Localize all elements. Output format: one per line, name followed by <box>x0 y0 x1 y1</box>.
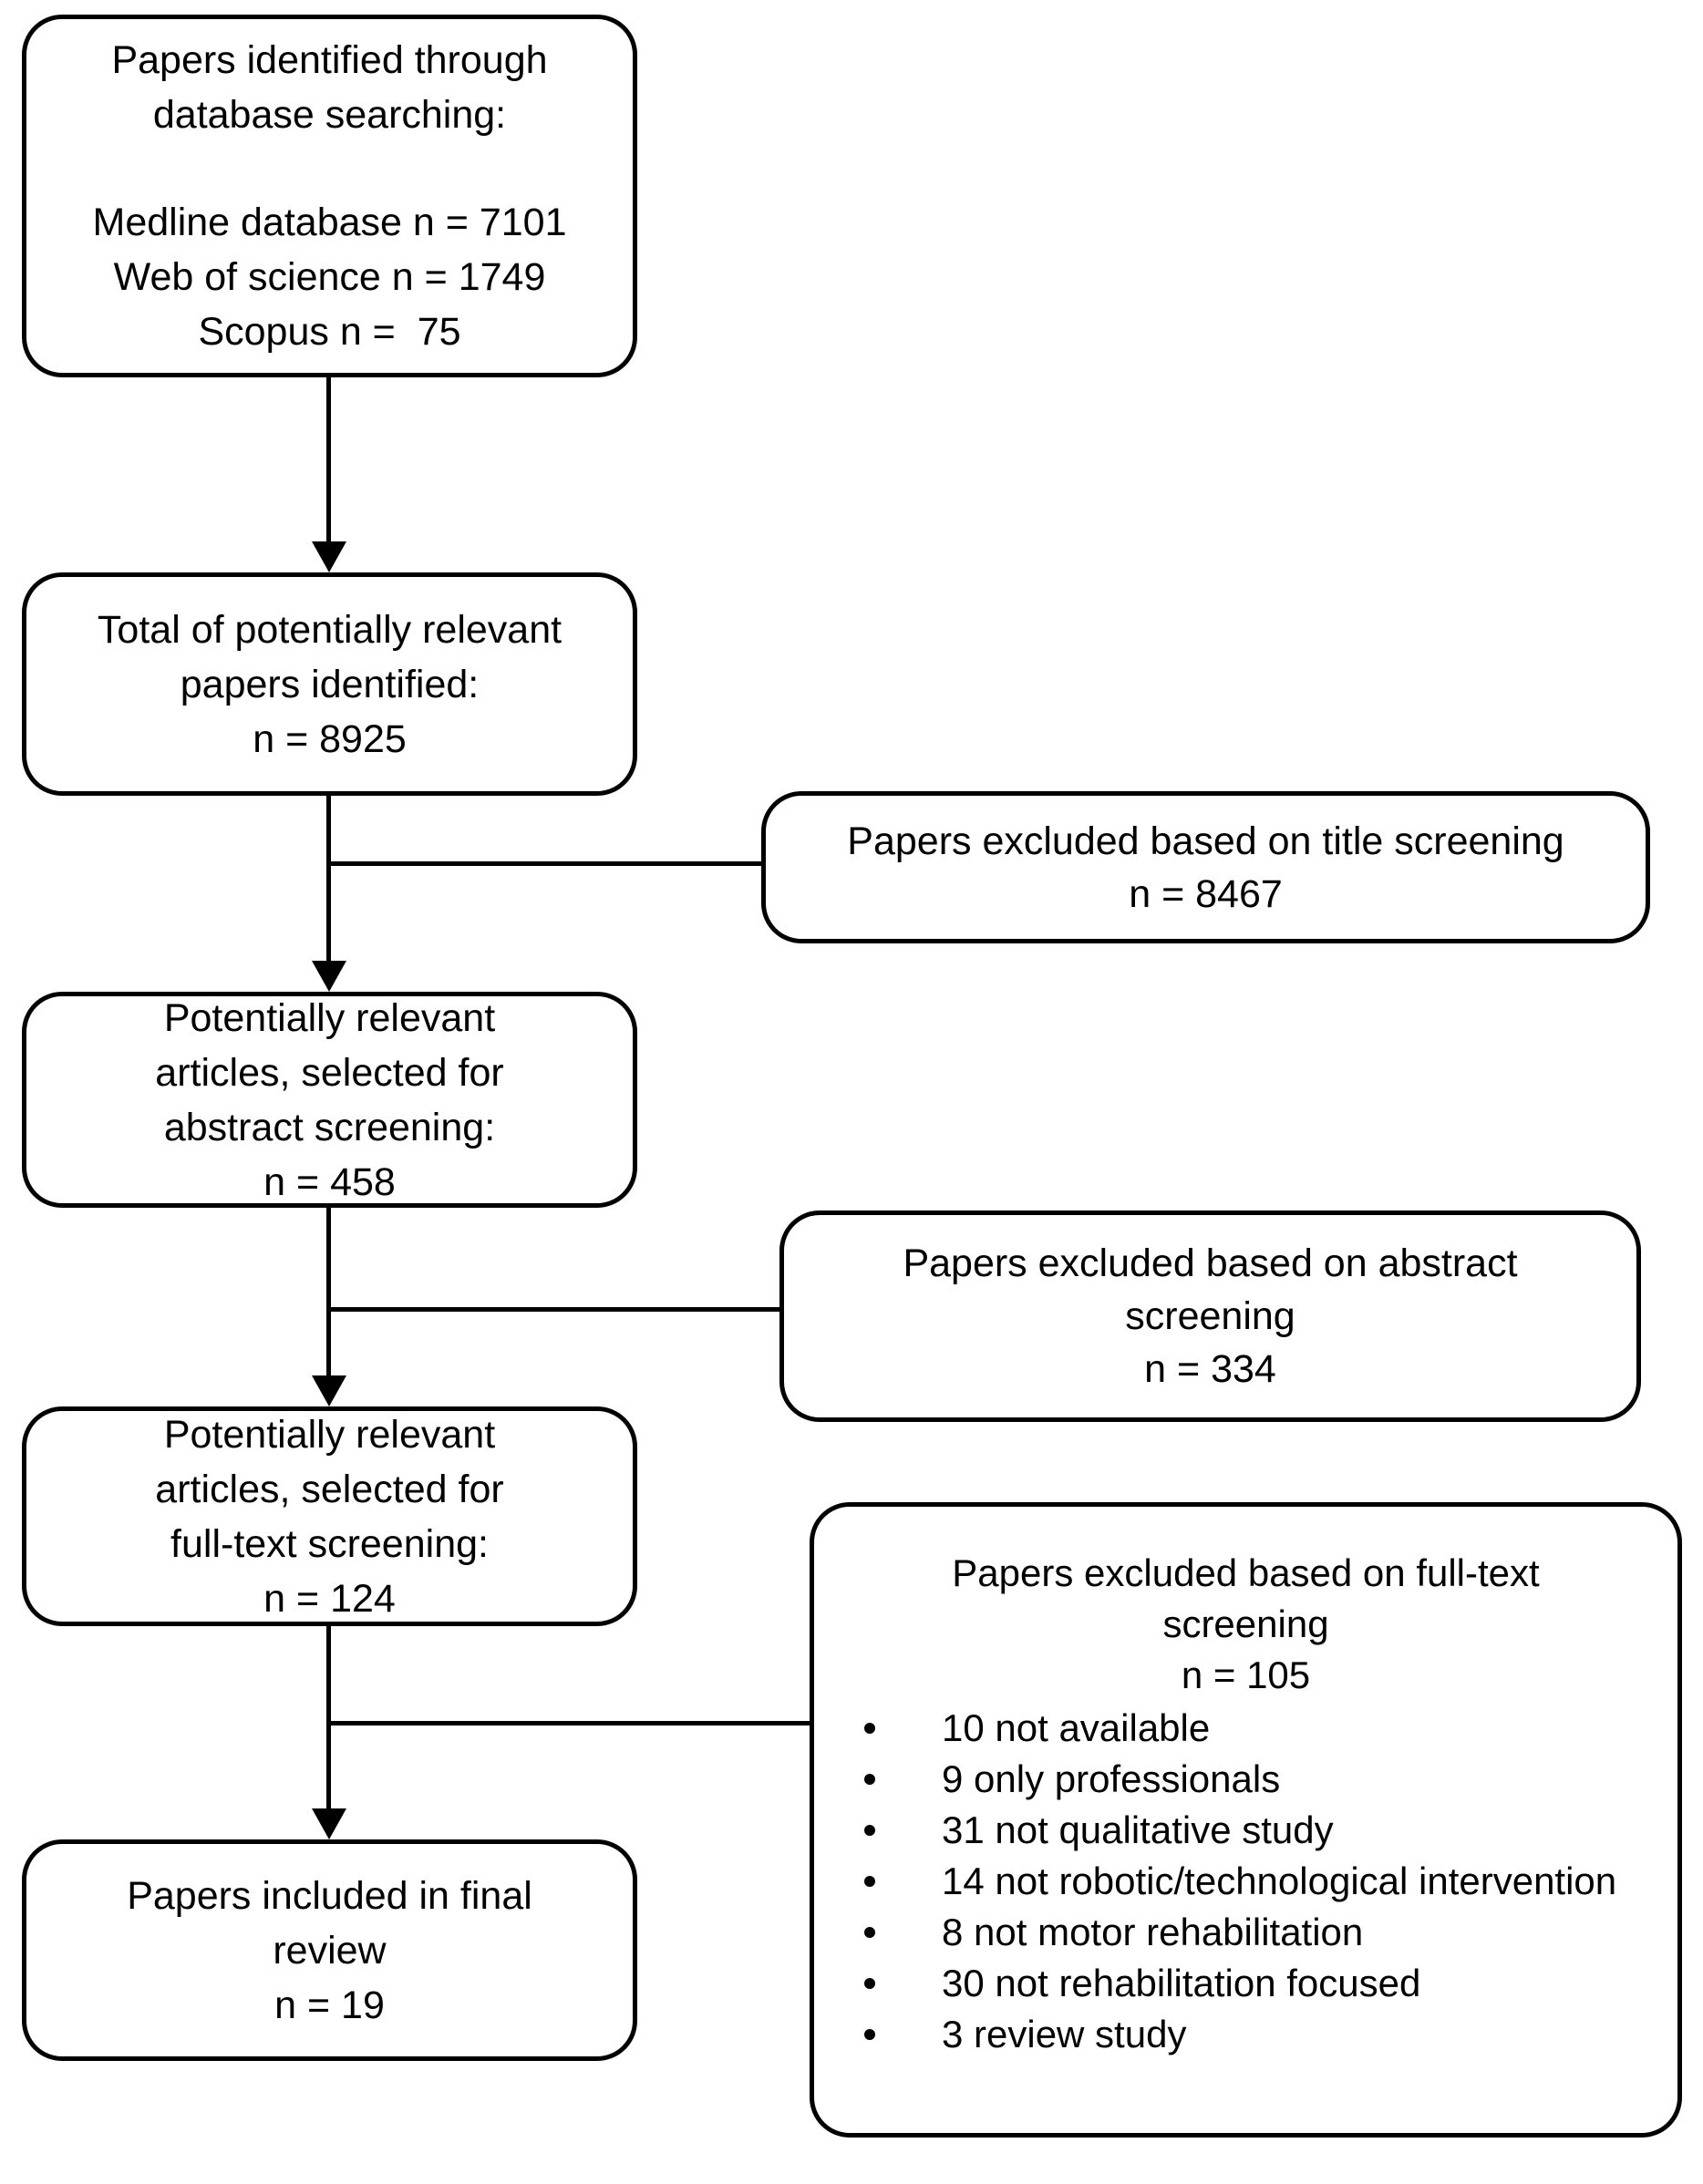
fulltext-screening-count: n = 124 <box>263 1576 396 1621</box>
branch-line-abstract-exclusion <box>329 1307 783 1312</box>
box-line: review <box>273 1928 387 1973</box>
box-papers-identified: Papers identified through database searc… <box>22 15 637 377</box>
included-count: n = 19 <box>274 1983 385 2027</box>
scopus-count: Scopus n = 75 <box>198 310 461 354</box>
branch-line-title-exclusion <box>329 861 765 866</box>
box-line: papers identified: <box>180 662 480 706</box>
medline-count: Medline database n = 7101 <box>92 201 567 244</box>
box-line: screening <box>1162 1602 1329 1645</box>
exclusion-reason: 14 not robotic/technological interventio… <box>841 1856 1650 1907</box>
connector-line-total-to-abstract <box>326 796 331 964</box>
box-line: articles, selected for <box>155 1467 504 1511</box>
box-line: screening <box>1125 1294 1295 1338</box>
box-total-identified: Total of potentially relevant papers ide… <box>22 572 637 796</box>
box-excluded-title-screening: Papers excluded based on title screening… <box>761 791 1650 943</box>
total-count: n = 8925 <box>253 716 407 761</box>
exclusion-reason: 10 not available <box>841 1703 1650 1754</box>
exclusion-reason-list: 10 not available 9 only professionals 31… <box>814 1703 1677 2060</box>
box-line: full-text screening: <box>170 1521 489 1566</box>
branch-line-fulltext-exclusion <box>329 1721 813 1726</box>
box-line: Papers excluded based on title screening <box>847 819 1564 863</box>
box-line: abstract screening: <box>163 1105 496 1149</box>
arrowhead-down-icon <box>312 1375 346 1406</box>
box-line: Total of potentially relevant <box>97 607 563 652</box>
box-excluded-abstract-screening: Papers excluded based on abstract screen… <box>779 1210 1641 1422</box>
arrowhead-down-icon <box>312 541 346 572</box>
exclusion-reason: 8 not motor rehabilitation <box>841 1907 1650 1958</box>
box-line: Potentially relevant <box>163 1412 496 1457</box>
box-abstract-screening: Potentially relevant articles, selected … <box>22 992 637 1208</box>
exclusion-reason: 31 not qualitative study <box>841 1805 1650 1856</box>
box-line: Potentially relevant <box>163 995 496 1040</box>
web-of-science-count: Web of science n = 1749 <box>113 255 546 299</box>
box-line: database searching: <box>152 93 507 137</box>
box-line: Papers included in final <box>127 1873 532 1918</box>
box-line: Papers excluded based on abstract <box>903 1241 1518 1285</box>
connector-line-fulltext-to-included <box>326 1626 331 1812</box>
exclusion-reason: 30 not rehabilitation focused <box>841 1958 1650 2009</box>
box-excluded-fulltext-screening: Papers excluded based on full-text scree… <box>810 1502 1682 2138</box>
excluded-fulltext-count: n = 105 <box>1181 1653 1311 1696</box>
arrowhead-down-icon <box>312 961 346 992</box>
box-line: Papers excluded based on full-text <box>952 1551 1540 1594</box>
box-fulltext-screening: Potentially relevant articles, selected … <box>22 1406 637 1626</box>
box-line: articles, selected for <box>155 1050 504 1095</box>
excluded-title-count: n = 8467 <box>1129 871 1283 916</box>
abstract-screening-count: n = 458 <box>263 1159 396 1204</box>
exclusion-reason: 9 only professionals <box>841 1754 1650 1805</box>
exclusion-reason: 3 review study <box>841 2009 1650 2060</box>
excluded-abstract-count: n = 334 <box>1144 1347 1276 1391</box>
box-line: Papers identified through <box>111 38 548 82</box>
box-included-final-review: Papers included in final review n = 19 <box>22 1839 637 2061</box>
connector-line-abstract-to-fulltext <box>326 1208 331 1379</box>
arrowhead-down-icon <box>312 1808 346 1839</box>
connector-line-identified-to-total <box>326 376 331 545</box>
